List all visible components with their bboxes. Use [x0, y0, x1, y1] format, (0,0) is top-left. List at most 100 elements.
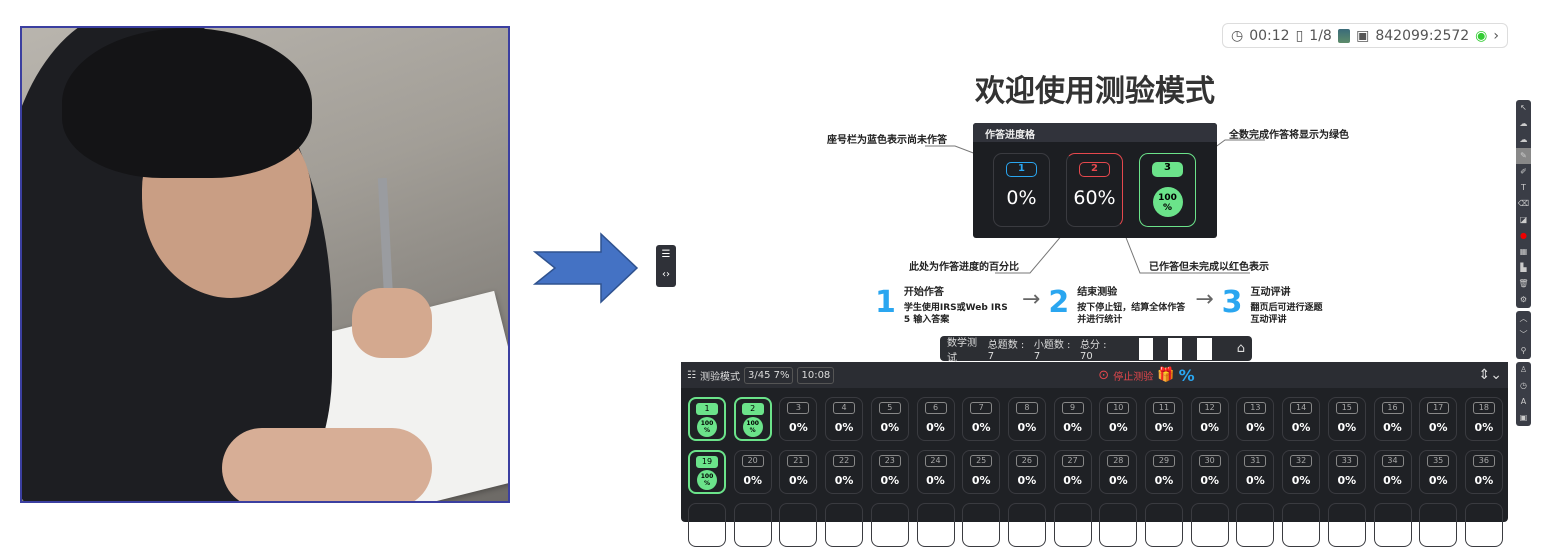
seat-number: 8	[1015, 402, 1038, 414]
seat-cell[interactable]	[688, 503, 726, 547]
user-icon[interactable]: ♙	[1519, 365, 1528, 374]
seat-cell[interactable]	[962, 503, 1001, 547]
seat-cell[interactable]	[1464, 503, 1503, 547]
chevron-up-icon[interactable]: ︿	[1519, 314, 1528, 323]
progress-percent: 0%	[1428, 421, 1448, 434]
gift-icon[interactable]: 🎁	[1157, 367, 1175, 383]
percent-toggle[interactable]: %	[1178, 365, 1195, 385]
progress-percent: 0%	[1383, 421, 1402, 434]
timer-icon[interactable]: ◷	[1520, 381, 1527, 390]
seat-number: 34	[1381, 455, 1404, 467]
trash-icon[interactable]: 🗑	[1518, 279, 1529, 288]
seat-cell[interactable]	[916, 503, 955, 547]
seat-cell[interactable]	[1145, 503, 1183, 547]
seat-cell[interactable]	[1373, 503, 1412, 547]
exit-icon[interactable]: ▣	[1519, 413, 1528, 422]
seat-cell[interactable]	[1327, 503, 1366, 547]
seat-cell[interactable]	[1053, 503, 1092, 547]
stop-icon: ⊙	[1098, 367, 1110, 383]
page-thumbnail[interactable]	[1197, 337, 1212, 360]
text-box-icon[interactable]: A	[1520, 397, 1527, 406]
progress-percent: 0%	[834, 474, 854, 487]
palette-icon[interactable]: ●	[1520, 231, 1527, 240]
seat-cell[interactable]	[779, 503, 818, 547]
pointer-icon[interactable]: ↖	[1520, 103, 1527, 112]
seat-number: 5	[878, 402, 901, 414]
slide-thumbnail[interactable]	[1337, 28, 1351, 43]
seat-cell[interactable]	[733, 503, 772, 547]
seat-cell[interactable]	[825, 503, 864, 547]
seat-cell[interactable]	[1190, 503, 1229, 547]
stamp-icon[interactable]: ▙	[1520, 263, 1527, 272]
sidebar-toggle-handle[interactable]: ☰‹›	[656, 245, 676, 287]
chevron-right-icon[interactable]: ›	[1493, 27, 1499, 44]
zoom-icon[interactable]: ⚲	[1520, 346, 1527, 355]
seat-cell[interactable]	[870, 503, 909, 547]
collapse-icon[interactable]: ⇕⌄	[1478, 367, 1502, 383]
text-icon[interactable]: T	[1521, 183, 1526, 192]
seat-number: 25	[970, 455, 993, 467]
seat-cell[interactable]	[1236, 503, 1275, 547]
progress-percent: 0%	[926, 474, 945, 487]
fill-icon[interactable]: ◪	[1519, 215, 1528, 224]
step-desc: 按下停止钮，结算全体作答并进行统计	[1077, 303, 1186, 325]
stop-quiz-button[interactable]: ⊙停止测验	[1098, 367, 1154, 383]
step-desc: 学生使用IRS或Web IRS 5 输入答案	[903, 303, 1008, 325]
page-thumbnail[interactable]	[1138, 337, 1154, 360]
room-code: 842099:2572	[1375, 27, 1470, 44]
cloud-icon[interactable]: ☁	[1519, 135, 1528, 144]
seat-number: 11	[1153, 402, 1175, 414]
chevron-down-icon[interactable]: ﹀	[1519, 330, 1528, 339]
seat-number: 32	[1290, 455, 1313, 467]
page-thumbnail[interactable]	[1168, 337, 1183, 360]
pen-icon[interactable]: ✎	[1516, 148, 1531, 164]
seat-cell[interactable]	[1007, 503, 1046, 547]
seat-cell[interactable]	[1282, 503, 1321, 547]
progress-percent: 0%	[789, 474, 808, 487]
seat-cell[interactable]	[1099, 503, 1138, 547]
marker-icon[interactable]: ✐	[1520, 167, 1527, 176]
home-icon[interactable]: ⌂	[1236, 341, 1245, 356]
eraser-icon[interactable]: ⌫	[1517, 199, 1530, 208]
gear-icon[interactable]: ⚙	[1519, 295, 1528, 304]
cloud-icon[interactable]: ☁	[1519, 119, 1528, 128]
image-icon[interactable]: ▦	[1519, 247, 1528, 256]
seat-cell[interactable]	[1419, 503, 1458, 547]
